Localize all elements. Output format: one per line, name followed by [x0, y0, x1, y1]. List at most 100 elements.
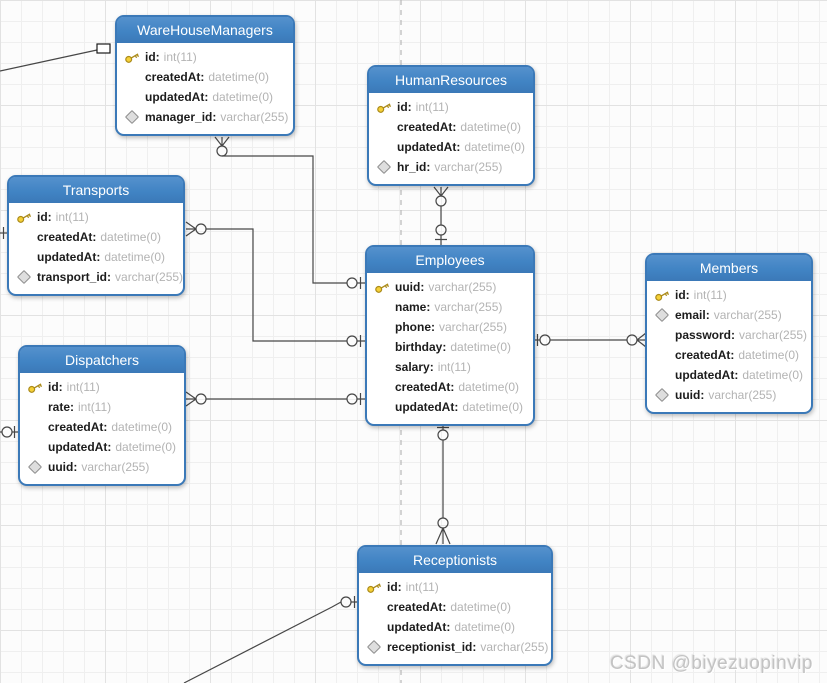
relationship-line[interactable] — [0, 49, 98, 72]
field-row[interactable]: updatedAt datetime(0) — [649, 365, 808, 385]
field-name: createdAt — [145, 70, 204, 84]
relationship-employees-members[interactable] — [534, 332, 647, 348]
field-name: id — [145, 50, 160, 64]
table-title[interactable]: Dispatchers — [20, 347, 184, 373]
zero-circle-icon — [346, 393, 358, 405]
field-type: datetime(0) — [100, 230, 162, 244]
field-icon-spacer — [375, 119, 393, 135]
relationship-humanresources-employees[interactable] — [433, 186, 449, 246]
field-type: varchar(255) — [81, 460, 150, 474]
field-row[interactable]: id int(11) — [11, 207, 180, 227]
table-title[interactable]: WareHouseManagers — [117, 17, 293, 43]
field-name: updatedAt — [48, 440, 111, 454]
table-title[interactable]: HumanResources — [369, 67, 533, 93]
field-type: int(11) — [78, 400, 112, 414]
field-row[interactable]: uuid varchar(255) — [649, 385, 808, 405]
relationship-transports-employees[interactable] — [185, 221, 366, 347]
field-icon-spacer — [26, 419, 44, 435]
watermark: CSDN @biyezuopinvip — [609, 653, 813, 674]
relationship-transports-offcanvas[interactable] — [0, 227, 8, 239]
field-type: int(11) — [405, 580, 439, 594]
field-row[interactable]: id int(11) — [371, 97, 530, 117]
field-type: varchar(255) — [739, 328, 808, 342]
relationship-employees-receptionists[interactable] — [435, 424, 451, 545]
table-employees[interactable]: Employees uuid varchar(255) name varchar… — [365, 245, 535, 426]
table-fields: id int(11) email varchar(255) password v… — [647, 281, 811, 412]
field-row[interactable]: id int(11) — [361, 577, 548, 597]
field-row[interactable]: birthday datetime(0) — [369, 337, 530, 357]
field-icon-spacer — [653, 327, 671, 343]
field-name: updatedAt — [37, 250, 100, 264]
primary-key-icon — [653, 287, 671, 303]
zero-circle-icon — [539, 334, 551, 346]
field-row[interactable]: createdAt datetime(0) — [371, 117, 530, 137]
square-handle-icon[interactable] — [96, 43, 111, 54]
field-type: varchar(255) — [220, 110, 289, 124]
table-transports[interactable]: Transports id int(11) createdAt datetime… — [7, 175, 185, 296]
field-name: transport_id — [37, 270, 111, 284]
relationship-dispatchers-employees[interactable] — [185, 391, 366, 407]
zero-circle-icon — [195, 393, 207, 405]
zero-circle-icon — [346, 335, 358, 347]
relationship-line[interactable] — [206, 228, 347, 342]
field-row[interactable]: createdAt datetime(0) — [361, 597, 548, 617]
table-humanresources[interactable]: HumanResources id int(11) createdAt date… — [367, 65, 535, 186]
field-row[interactable]: createdAt datetime(0) — [649, 345, 808, 365]
field-row[interactable]: createdAt datetime(0) — [119, 67, 290, 87]
field-type: datetime(0) — [454, 620, 516, 634]
field-name: id — [48, 380, 63, 394]
field-row[interactable]: salary int(11) — [369, 357, 530, 377]
field-row[interactable]: name varchar(255) — [369, 297, 530, 317]
field-row[interactable]: updatedAt datetime(0) — [361, 617, 548, 637]
fk-diamond-icon — [653, 307, 671, 323]
field-row[interactable]: phone varchar(255) — [369, 317, 530, 337]
table-title[interactable]: Employees — [367, 247, 533, 273]
field-row[interactable]: id int(11) — [649, 285, 808, 305]
primary-key-icon — [373, 279, 391, 295]
field-icon-spacer — [653, 347, 671, 363]
field-type: int(11) — [163, 50, 197, 64]
field-row[interactable]: hr_id varchar(255) — [371, 157, 530, 177]
field-row[interactable]: uuid varchar(255) — [369, 277, 530, 297]
field-type: int(11) — [693, 288, 727, 302]
field-row[interactable]: id int(11) — [119, 47, 290, 67]
field-row[interactable]: manager_id varchar(255) — [119, 107, 290, 127]
field-name: uuid — [48, 460, 77, 474]
field-row[interactable]: updatedAt datetime(0) — [11, 247, 180, 267]
one-bar-icon — [435, 235, 447, 246]
table-fields: id int(11) createdAt datetime(0) updated… — [359, 573, 551, 664]
field-type: int(11) — [55, 210, 89, 224]
table-receptionists[interactable]: Receptionists id int(11) createdAt datet… — [357, 545, 553, 666]
field-row[interactable]: updatedAt datetime(0) — [119, 87, 290, 107]
field-name: email — [675, 308, 710, 322]
table-title[interactable]: Receptionists — [359, 547, 551, 573]
table-dispatchers[interactable]: Dispatchers id int(11) rate int(11) crea… — [18, 345, 186, 486]
field-row[interactable]: updatedAt datetime(0) — [371, 137, 530, 157]
relationship-line[interactable] — [222, 155, 347, 284]
relationship-warehousemanagers-offcanvas[interactable] — [0, 43, 111, 72]
field-name: createdAt — [395, 380, 454, 394]
field-name: createdAt — [675, 348, 734, 362]
field-row[interactable]: updatedAt datetime(0) — [369, 397, 530, 417]
field-row[interactable]: createdAt datetime(0) — [369, 377, 530, 397]
field-row[interactable]: updatedAt datetime(0) — [22, 437, 181, 457]
relationship-dispatchers-offcanvas[interactable] — [0, 426, 19, 438]
field-row[interactable]: rate int(11) — [22, 397, 181, 417]
field-row[interactable]: password varchar(255) — [649, 325, 808, 345]
table-title[interactable]: Members — [647, 255, 811, 281]
field-row[interactable]: id int(11) — [22, 377, 181, 397]
field-row[interactable]: createdAt datetime(0) — [22, 417, 181, 437]
table-warehousemanagers[interactable]: WareHouseManagers id int(11) createdAt d… — [115, 15, 295, 136]
relationship-line[interactable] — [183, 601, 342, 683]
field-row[interactable]: email varchar(255) — [649, 305, 808, 325]
field-row[interactable]: createdAt datetime(0) — [11, 227, 180, 247]
field-row[interactable]: transport_id varchar(255) — [11, 267, 184, 287]
relationship-warehousemanagers-employees[interactable] — [214, 136, 366, 289]
table-title[interactable]: Transports — [9, 177, 183, 203]
field-row[interactable]: uuid varchar(255) — [22, 457, 181, 477]
relationship-receptionists-offcanvas[interactable] — [183, 596, 358, 683]
field-type: varchar(255) — [115, 270, 184, 284]
table-members[interactable]: Members id int(11) email varchar(255) pa… — [645, 253, 813, 414]
field-row[interactable]: receptionist_id varchar(255) — [361, 637, 548, 657]
